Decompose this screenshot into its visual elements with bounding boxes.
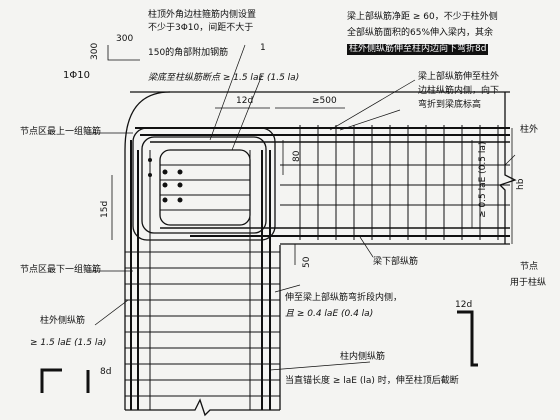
col-outer-anchor-label: ≥ 1.5 laE (1.5 la): [30, 338, 107, 348]
beam-bottom-bend-note-1: 伸至梁上部纵筋弯折段内侧，: [285, 293, 403, 303]
col-outer-right-label: 柱外: [520, 125, 539, 135]
joint-stirrup-inner: [159, 149, 251, 226]
joint-ties: [160, 164, 250, 211]
col-outer-rebar-label: 柱外侧纵筋: [40, 316, 86, 326]
node-right-label: 节点: [520, 262, 539, 272]
top-stirrup-label: 节点区最上一组箍筋: [20, 127, 102, 137]
top-300-bracket: [107, 45, 140, 61]
corner-bar-note-2: 不少于3Φ10，间距不大于: [148, 23, 254, 33]
leader-lines: [86, 44, 516, 371]
label-80: 80: [292, 150, 302, 162]
beam-top-rebar-note-1: 梁上部纵筋净距 ≥ 60，不少于柱外侧: [347, 12, 498, 22]
joint-stirrup-outer: [132, 127, 276, 241]
label-50: 50: [302, 256, 312, 268]
col-inner-rebar-label: 柱内侧纵筋: [340, 352, 386, 362]
beam-top-into-col-2: 边柱纵筋内侧，向下: [418, 86, 500, 96]
rebar-dots: [148, 158, 183, 203]
beam-bottom-bend-note-2: 且 ≥ 0.4 laE (0.4 la): [285, 309, 374, 319]
beam-top-into-col-1: 梁上部纵筋伸至柱外: [418, 72, 500, 82]
corner-bar-outer: [124, 91, 171, 151]
bottom-stirrup-label: 节点区最下一组箍筋: [20, 265, 102, 275]
straight-anchor-note: 当直锚长度 ≥ laE (la) 时，伸至柱顶后截断: [285, 376, 459, 386]
hook-detail-12d: [457, 310, 478, 367]
node-right-label-2: 用于柱纵: [510, 278, 547, 288]
beam-stirrups: [299, 125, 499, 240]
label-ge500: ≥500: [312, 96, 337, 106]
label-8d: 8d: [100, 367, 112, 377]
label-300-a: 300: [116, 34, 134, 44]
column-break-line: [125, 398, 280, 417]
corner-bar-note-1: 柱顶外角边柱箍筋内侧设置: [148, 10, 257, 20]
joint-stirrup-mid: [141, 136, 267, 234]
label-1: 1: [260, 43, 266, 53]
label-hb: hb: [516, 178, 526, 190]
label-12d: 12d: [236, 96, 254, 106]
beam-break-line: [498, 92, 517, 244]
hook-detail-left: [40, 368, 62, 393]
beam-bottom-cut-note: 梁底至柱纵筋断点 ≥ 1.5 laE (1.5 la): [148, 73, 300, 83]
beam-top-rebar-note-3: 柱外侧纵筋伸至柱内边向下弯折8d: [347, 44, 489, 55]
beam-top-into-col-3: 弯折到梁底标高: [418, 100, 482, 110]
beam-top-rebar-note-2: 全部纵筋面积的65%伸入梁内，其余: [347, 28, 494, 38]
label-300-b: 300: [90, 42, 100, 60]
label-15d: 15d: [100, 200, 110, 218]
label-1phi10: 1Φ10: [63, 70, 90, 81]
column-ties: [125, 251, 280, 397]
corner-bar-note-3: 150的角部附加钢筋: [148, 48, 229, 58]
beam-bottom-rebar-label: 梁下部纵筋: [373, 257, 419, 267]
label-ge05: ≥ 0.5 laE (0.5 la): [478, 141, 488, 218]
label-12d-b: 12d: [455, 300, 473, 310]
